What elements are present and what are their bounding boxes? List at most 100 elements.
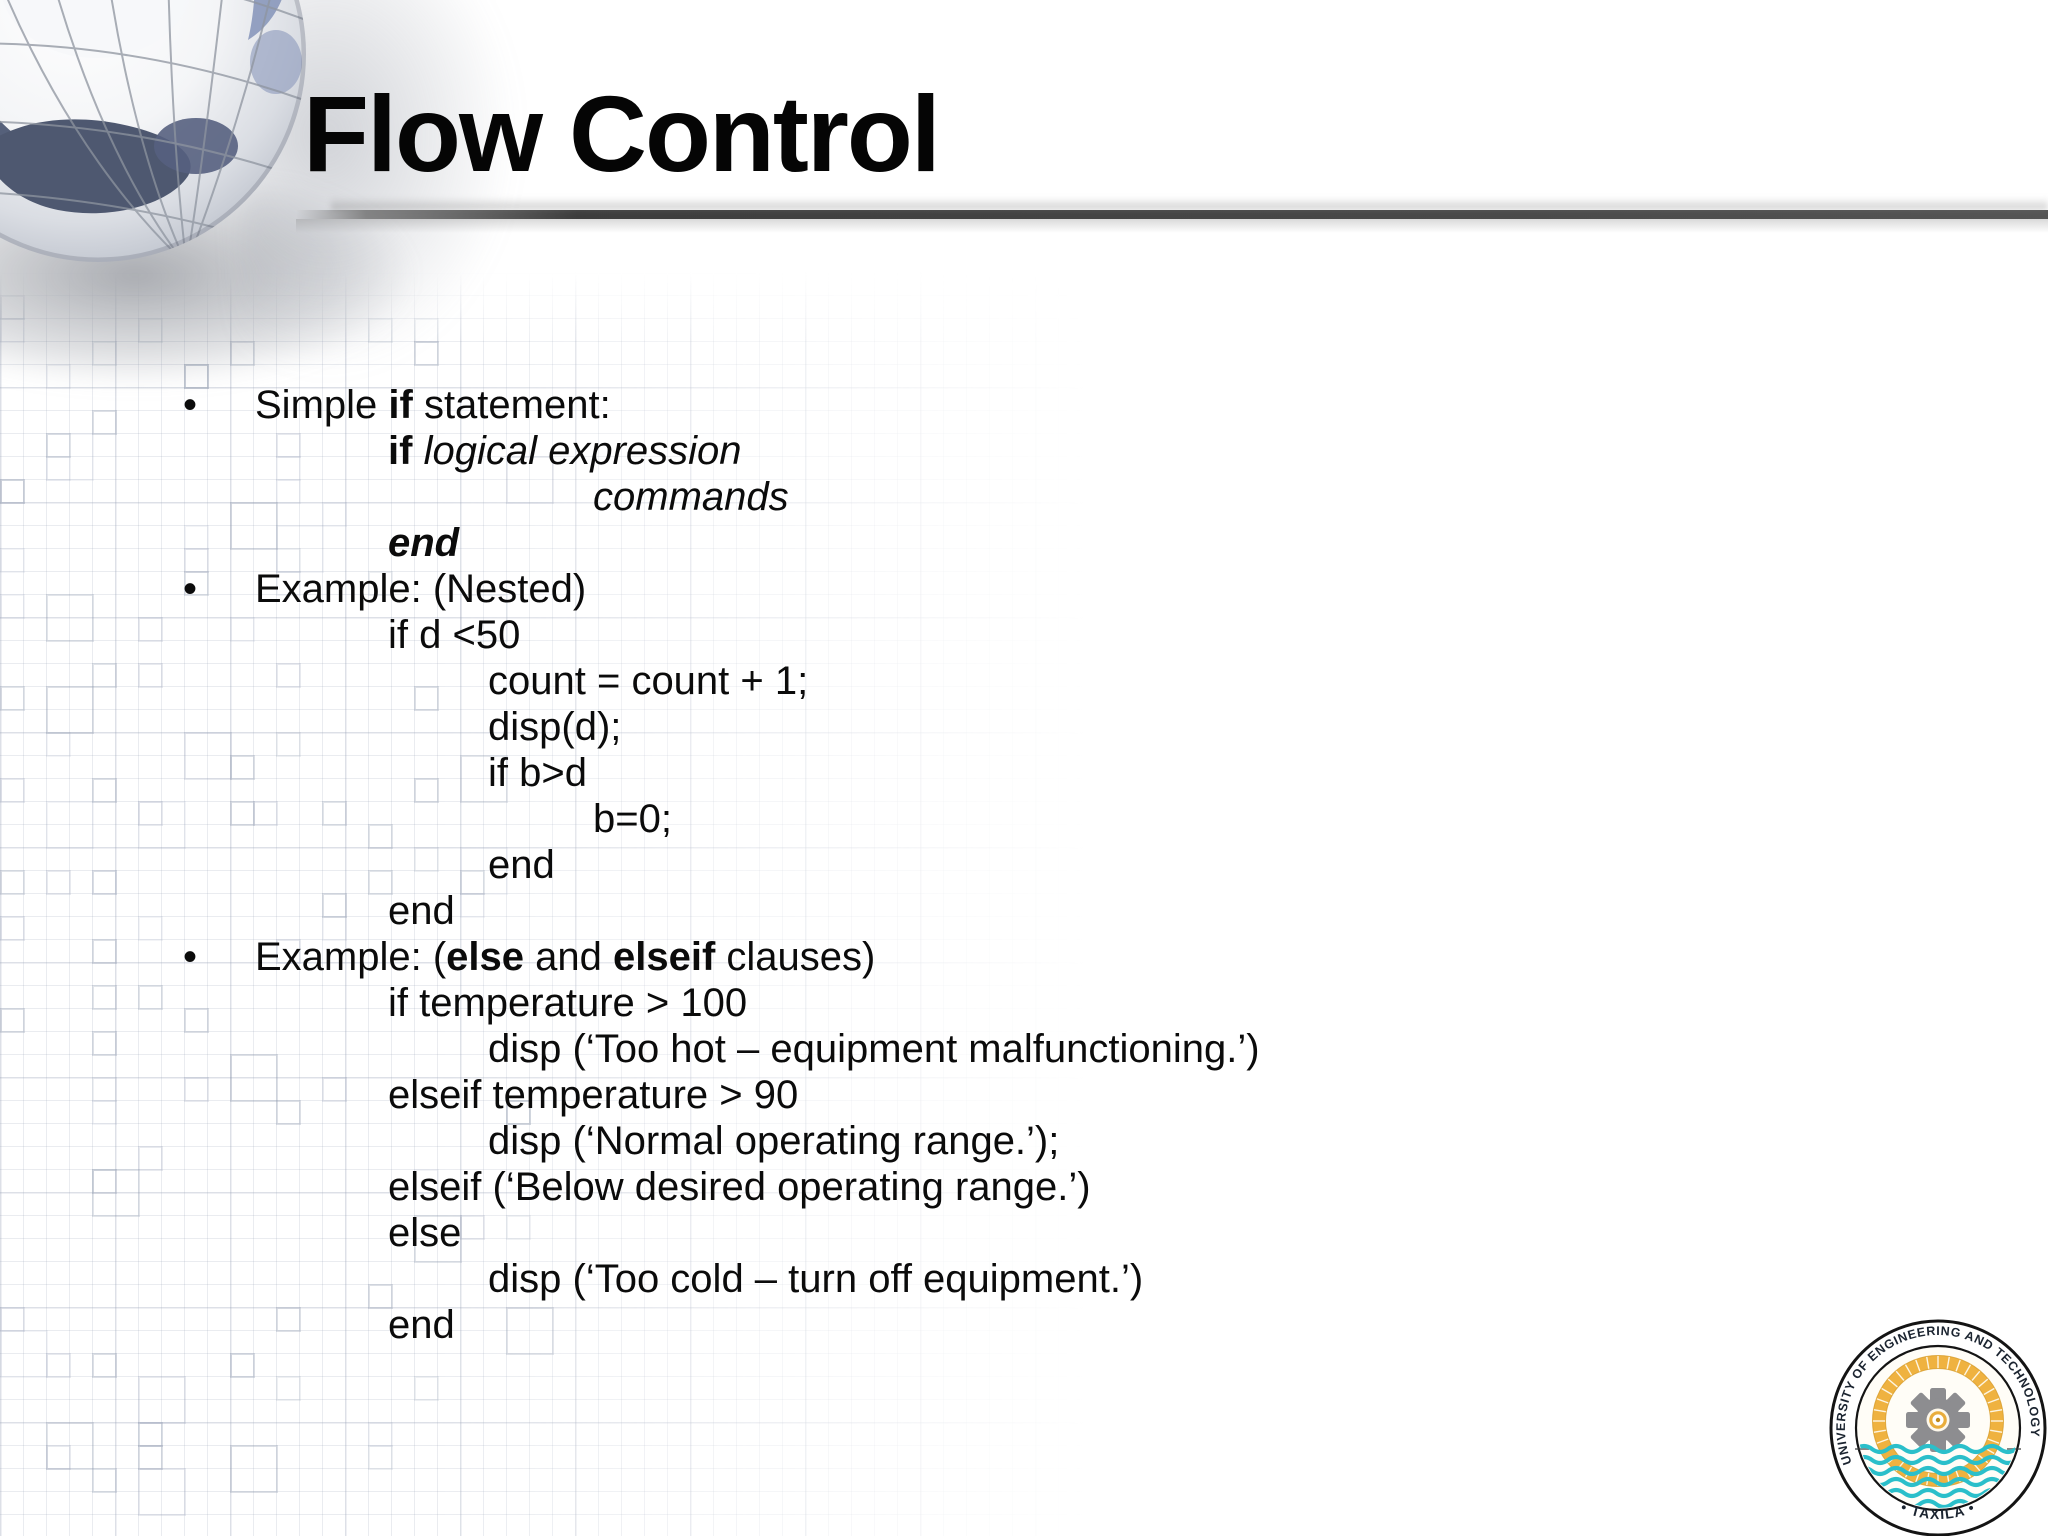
texture-square <box>184 571 209 596</box>
texture-square <box>46 801 94 849</box>
texture-square <box>46 732 71 757</box>
code-line: if b>d <box>488 751 587 795</box>
texture-square <box>414 847 439 872</box>
texture-square <box>276 456 301 481</box>
texture-square <box>92 1169 117 1194</box>
texture-square <box>92 663 117 688</box>
texture-square <box>138 1376 186 1424</box>
texture-square <box>0 479 25 504</box>
texture-square <box>0 1307 25 1332</box>
bullet-line: •Example: (else and elseif clauses) <box>183 935 876 979</box>
code-line: end <box>388 1303 455 1347</box>
texture-square <box>414 778 439 803</box>
texture-square <box>230 801 255 826</box>
texture-square <box>46 433 94 481</box>
code-line: end <box>388 521 460 565</box>
texture-square <box>276 1376 301 1401</box>
texture-square <box>276 732 301 757</box>
code-line: elseif temperature > 90 <box>388 1073 799 1117</box>
texture-square <box>414 1215 462 1263</box>
texture-square <box>506 1215 531 1240</box>
texture-square <box>0 916 25 941</box>
texture-square <box>0 1008 25 1033</box>
texture-square <box>414 1376 439 1401</box>
texture-square <box>92 778 117 803</box>
texture-square <box>138 1146 163 1171</box>
code-line: count = count + 1; <box>488 659 809 703</box>
texture-square <box>460 1215 485 1240</box>
texture-square <box>0 1330 48 1378</box>
bullet-marker: • <box>183 935 198 979</box>
texture-square <box>368 824 393 849</box>
texture-square <box>46 1445 71 1470</box>
texture-square <box>230 1353 255 1378</box>
texture-square <box>460 594 508 642</box>
bullet-marker: • <box>183 567 198 611</box>
bullet-line: •Example: (Nested) <box>183 567 587 611</box>
texture-square <box>46 1422 94 1470</box>
texture-square <box>276 479 301 504</box>
texture-square <box>368 870 393 895</box>
water-waves <box>1858 1443 2018 1508</box>
texture-square <box>46 456 71 481</box>
texture-square <box>506 456 554 504</box>
bullet-marker: • <box>183 383 198 427</box>
texture-square <box>276 571 301 596</box>
texture-square <box>92 1100 117 1125</box>
code-line: if logical expression <box>388 429 742 473</box>
texture-square <box>276 939 301 964</box>
texture-square <box>0 686 25 711</box>
texture-square <box>184 525 209 550</box>
texture-square <box>276 663 301 688</box>
page-title: Flow Control <box>303 73 941 194</box>
continent-south-east <box>154 118 238 174</box>
texture-square <box>92 870 117 895</box>
texture-square <box>46 433 71 458</box>
texture-square <box>322 893 347 918</box>
code-line: disp (‘Normal operating range.’); <box>488 1119 1060 1163</box>
code-line: commands <box>593 475 789 519</box>
code-line: disp (‘Too hot – equipment malfunctionin… <box>488 1027 1260 1071</box>
texture-square <box>276 1307 301 1332</box>
texture-square <box>92 1468 117 1493</box>
texture-square <box>46 594 94 642</box>
texture-square <box>138 1445 163 1470</box>
texture-square <box>184 1008 209 1033</box>
background-texture <box>0 272 1120 1536</box>
texture-square <box>414 686 439 711</box>
texture-square <box>460 847 508 895</box>
texture-square <box>322 916 347 941</box>
texture-square <box>46 686 94 734</box>
texture-square <box>276 1100 301 1125</box>
texture-square <box>0 870 25 895</box>
texture-square <box>0 778 25 803</box>
texture-square <box>414 1169 439 1194</box>
texture-square <box>322 801 347 826</box>
texture-square <box>460 893 485 918</box>
texture-square <box>138 985 163 1010</box>
texture-square <box>506 1100 531 1125</box>
texture-square <box>92 939 117 964</box>
background-grid <box>0 272 1120 1536</box>
texture-square <box>92 1169 140 1217</box>
continent-south <box>0 119 191 214</box>
texture-square <box>368 1284 393 1309</box>
code-line: else <box>388 1211 462 1255</box>
texture-square <box>138 801 163 826</box>
code-line: end <box>388 889 455 933</box>
texture-square <box>230 1353 255 1378</box>
code-line: if temperature > 100 <box>388 981 748 1025</box>
texture-square <box>92 341 117 366</box>
texture-square <box>138 1422 163 1447</box>
continent-right-small <box>250 30 302 94</box>
logo-bottom-text: • TAXILA • <box>1899 1499 1978 1522</box>
texture-square <box>92 1077 117 1102</box>
texture-square <box>92 1353 117 1378</box>
texture-square <box>184 364 209 389</box>
texture-square <box>138 318 163 343</box>
code-line: disp (‘Too cold – turn off equipment.’) <box>488 1257 1144 1301</box>
texture-square <box>368 318 393 343</box>
texture-square <box>46 870 71 895</box>
title-underline <box>296 210 2048 233</box>
texture-square <box>92 1031 117 1056</box>
